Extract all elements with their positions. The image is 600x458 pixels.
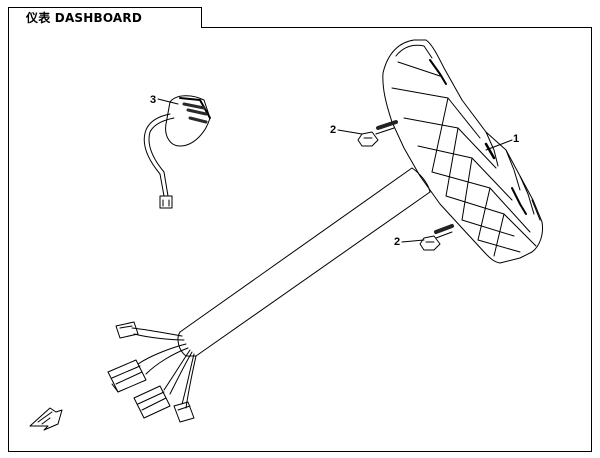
leader-lines xyxy=(157,98,513,243)
harness-tube xyxy=(177,167,431,357)
callout-1: 1 xyxy=(513,133,519,145)
callout-2-upper: 2 xyxy=(330,124,336,136)
connector-small-top xyxy=(115,321,139,339)
page-title: 仪表 DASHBOARD xyxy=(26,11,143,25)
wire-harness xyxy=(131,327,197,409)
callout-2-lower: 2 xyxy=(394,236,400,248)
speed-sensor xyxy=(143,95,211,209)
mounting-nut-lower xyxy=(419,224,454,251)
callout-3: 3 xyxy=(150,94,156,106)
diagram-frame xyxy=(8,27,592,452)
title-box xyxy=(8,7,202,28)
connector-small-bottom xyxy=(173,401,195,423)
connector-large-2 xyxy=(133,385,171,419)
instrument-cluster xyxy=(382,39,543,264)
mounting-nut-upper xyxy=(357,120,398,147)
connector-large-1 xyxy=(107,359,147,393)
front-arrow-icon xyxy=(29,407,63,431)
